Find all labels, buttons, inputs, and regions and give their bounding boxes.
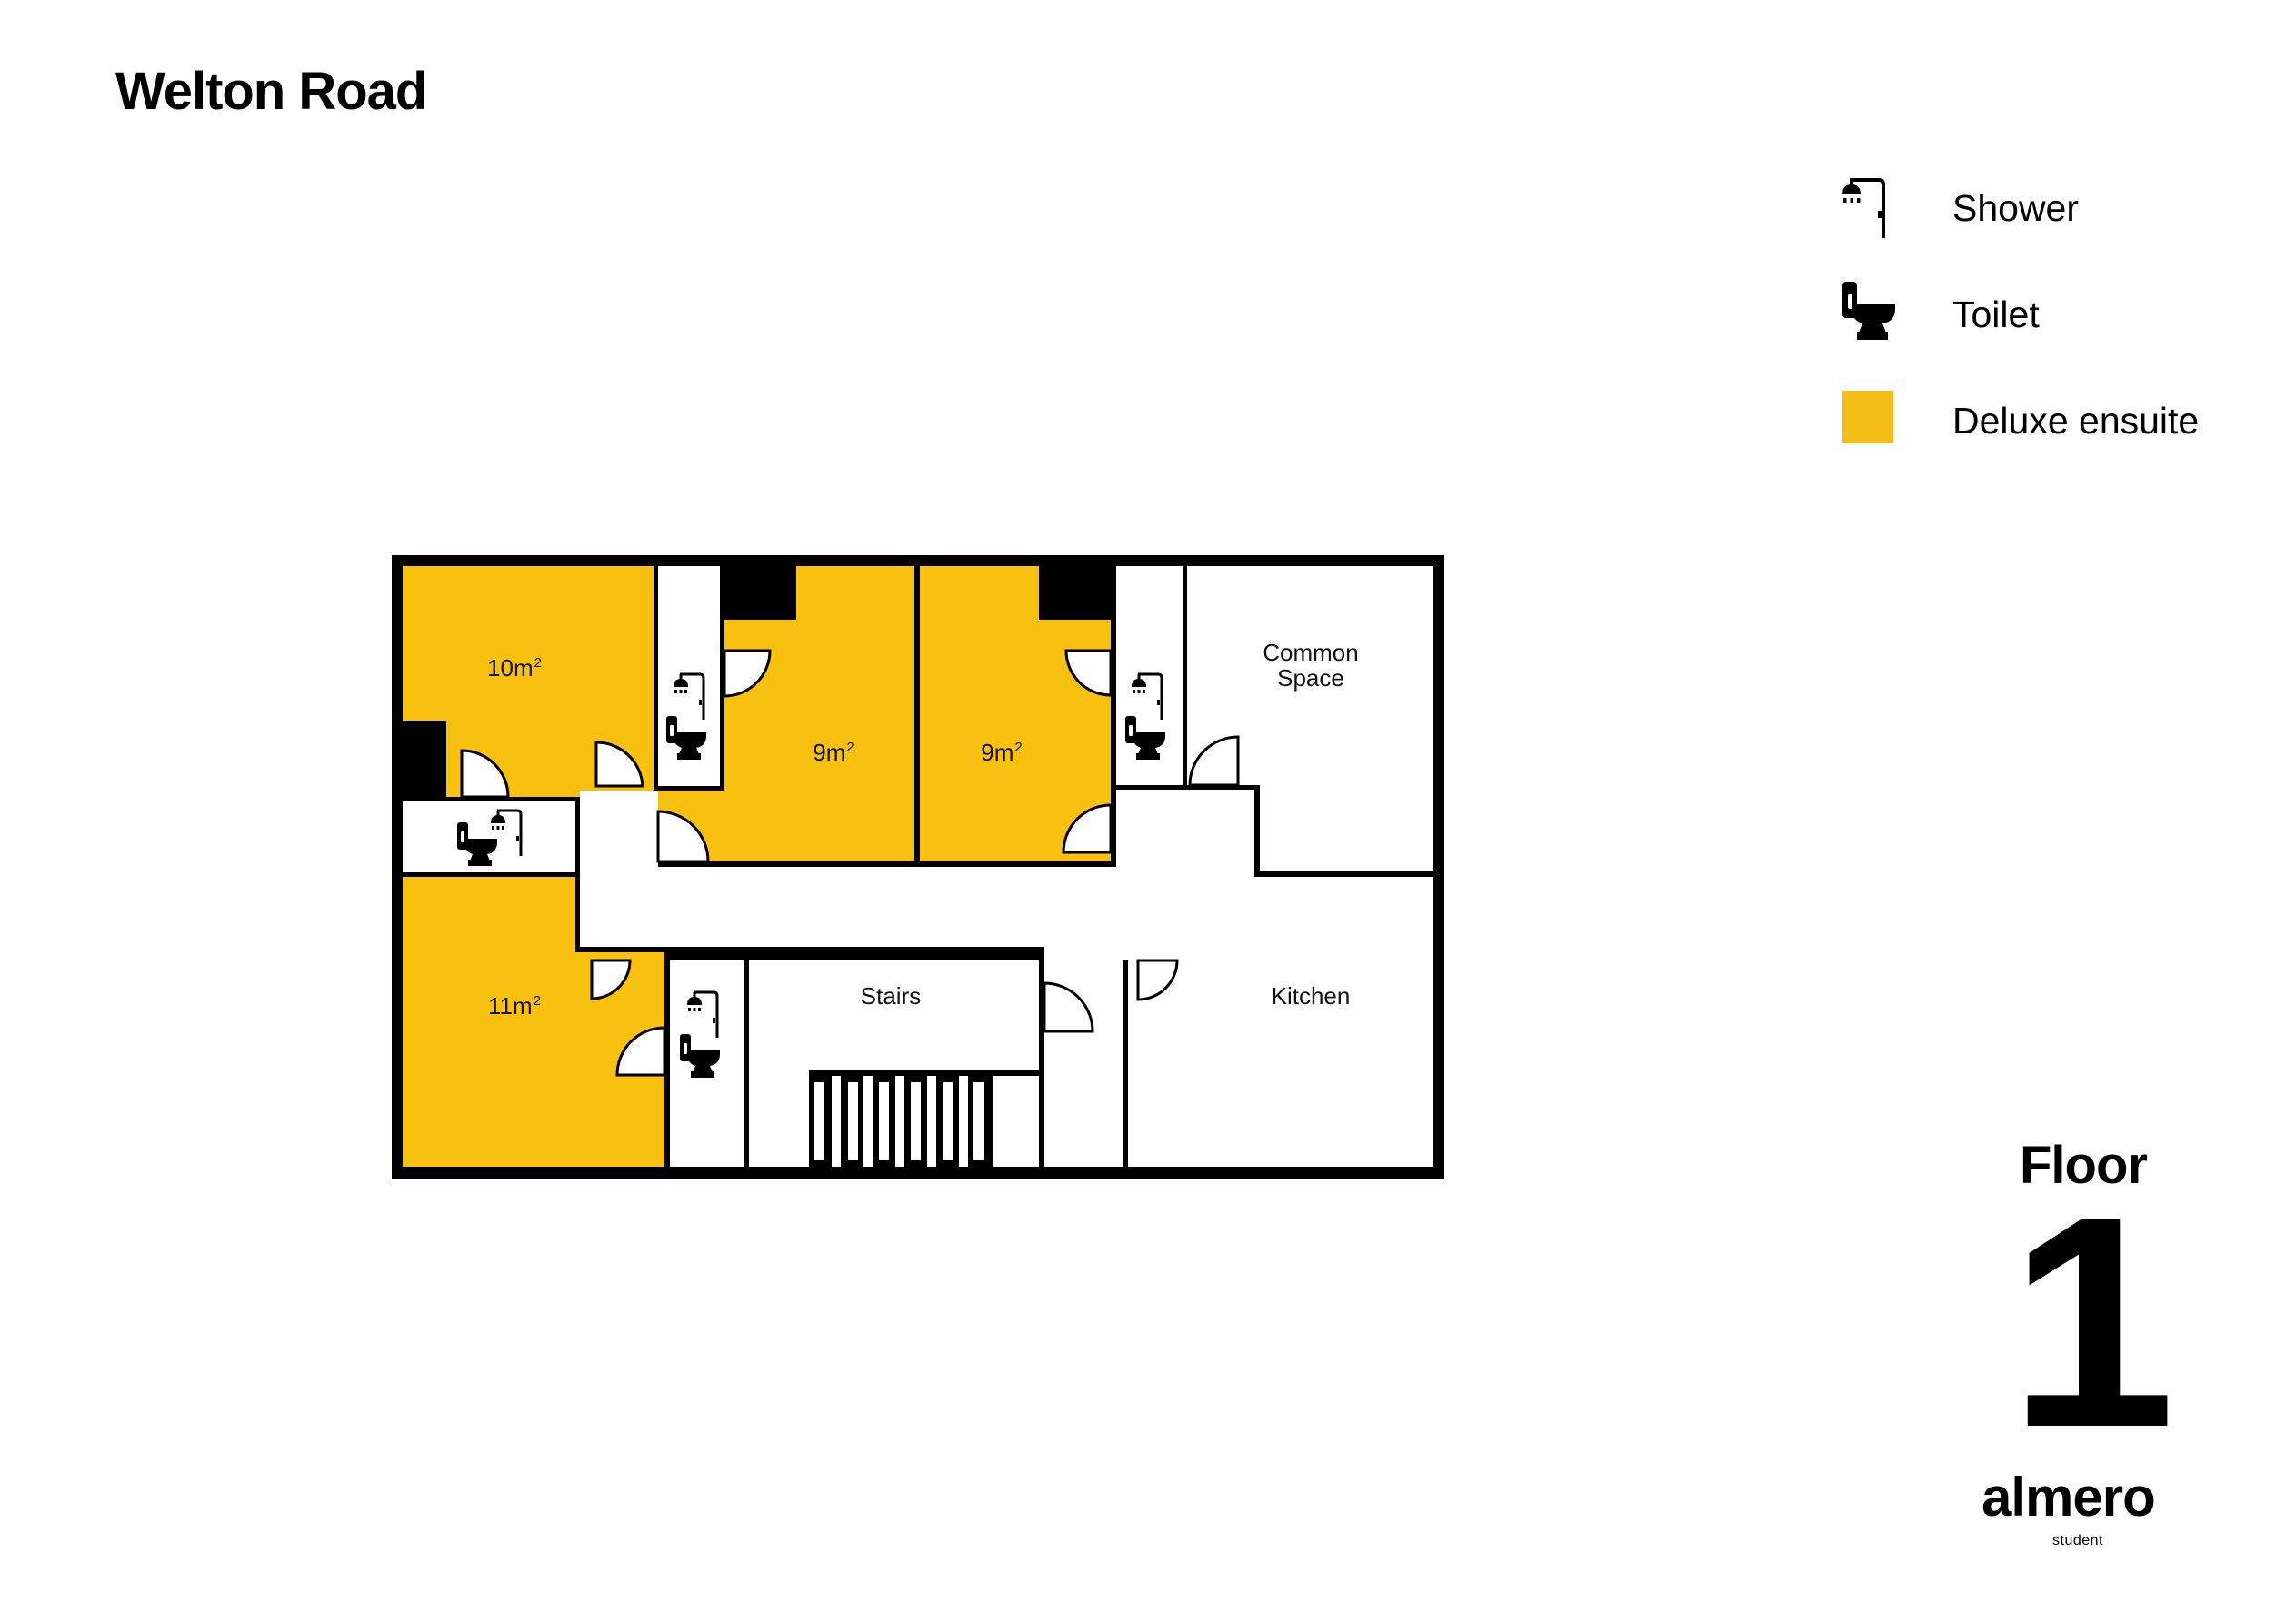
room-label-9m2-left: 9m2 — [813, 739, 854, 766]
common-space — [1187, 566, 1433, 871]
legend-label-shower: Shower — [1952, 187, 2080, 229]
pillar — [403, 721, 446, 797]
room-9m2-left — [658, 566, 914, 861]
kitchen — [1128, 877, 1433, 1167]
legend-label-toilet: Toilet — [1952, 294, 2040, 335]
floor-label: Floor — [2020, 1136, 2148, 1195]
stair-treads — [814, 1076, 984, 1167]
brand-logo: almero — [1982, 1467, 2156, 1527]
page-title: Welton Road — [115, 62, 427, 121]
toilet-icon — [1842, 282, 1895, 340]
room-label-stairs: Stairs — [860, 982, 922, 1010]
brand-subtitle: student — [2052, 1533, 2103, 1548]
room-label-9m2-right: 9m2 — [981, 739, 1023, 766]
doors — [460, 649, 1240, 1077]
room-label-11m2: 11m2 — [487, 992, 542, 1020]
deluxe-ensuite-swatch — [1842, 391, 1893, 443]
room-11m2 — [403, 877, 664, 1167]
corridor — [580, 790, 1254, 1167]
pillar — [724, 566, 796, 620]
pillar — [1039, 566, 1113, 620]
legend-label-deluxe: Deluxe ensuite — [1952, 400, 2200, 442]
room-label-kitchen: Kitchen — [1271, 982, 1351, 1010]
shower-icon — [1842, 178, 1885, 238]
room-label-10m2: 10m2 — [487, 654, 542, 682]
floor-number: 1 — [2009, 1154, 2176, 1489]
